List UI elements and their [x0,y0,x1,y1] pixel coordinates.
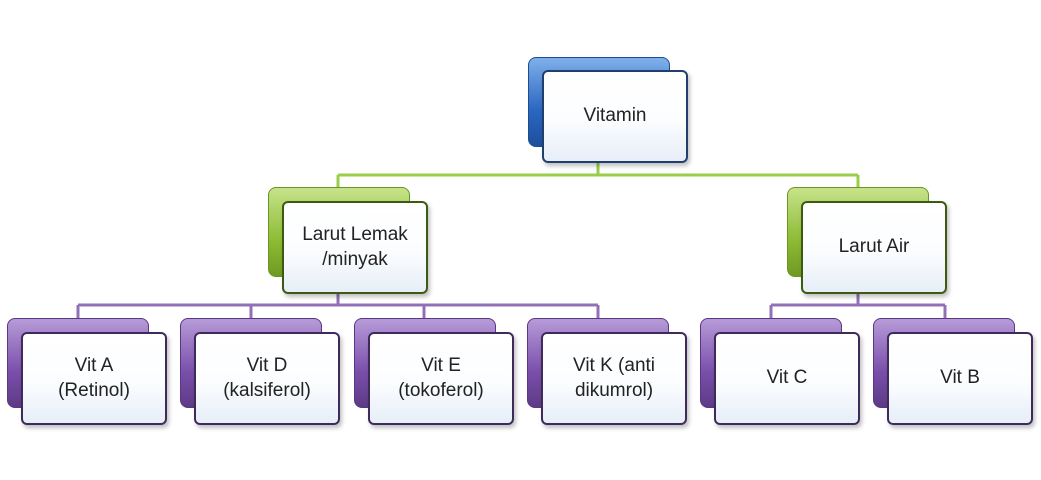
node-vit-a-label: Vit A (Retinol) [21,332,167,425]
node-vit-b: Vit B [873,318,1033,425]
node-larut-air-label: Larut Air [801,201,947,294]
node-vit-c: Vit C [700,318,860,425]
node-larut-lemak-label: Larut Lemak /minyak [282,201,428,294]
node-vit-d-label: Vit D (kalsiferol) [194,332,340,425]
node-vit-d: Vit D (kalsiferol) [180,318,340,425]
node-vit-k: Vit K (anti dikumrol) [527,318,687,425]
node-vit-e-label: Vit E (tokoferol) [368,332,514,425]
node-vit-k-label: Vit K (anti dikumrol) [541,332,687,425]
node-vit-a: Vit A (Retinol) [7,318,167,425]
node-vitamin-label: Vitamin [542,70,688,163]
node-vitamin: Vitamin [528,57,688,163]
node-vit-b-label: Vit B [887,332,1033,425]
node-larut-air: Larut Air [787,187,947,294]
node-vit-e: Vit E (tokoferol) [354,318,514,425]
node-vit-c-label: Vit C [714,332,860,425]
node-larut-lemak: Larut Lemak /minyak [268,187,428,294]
